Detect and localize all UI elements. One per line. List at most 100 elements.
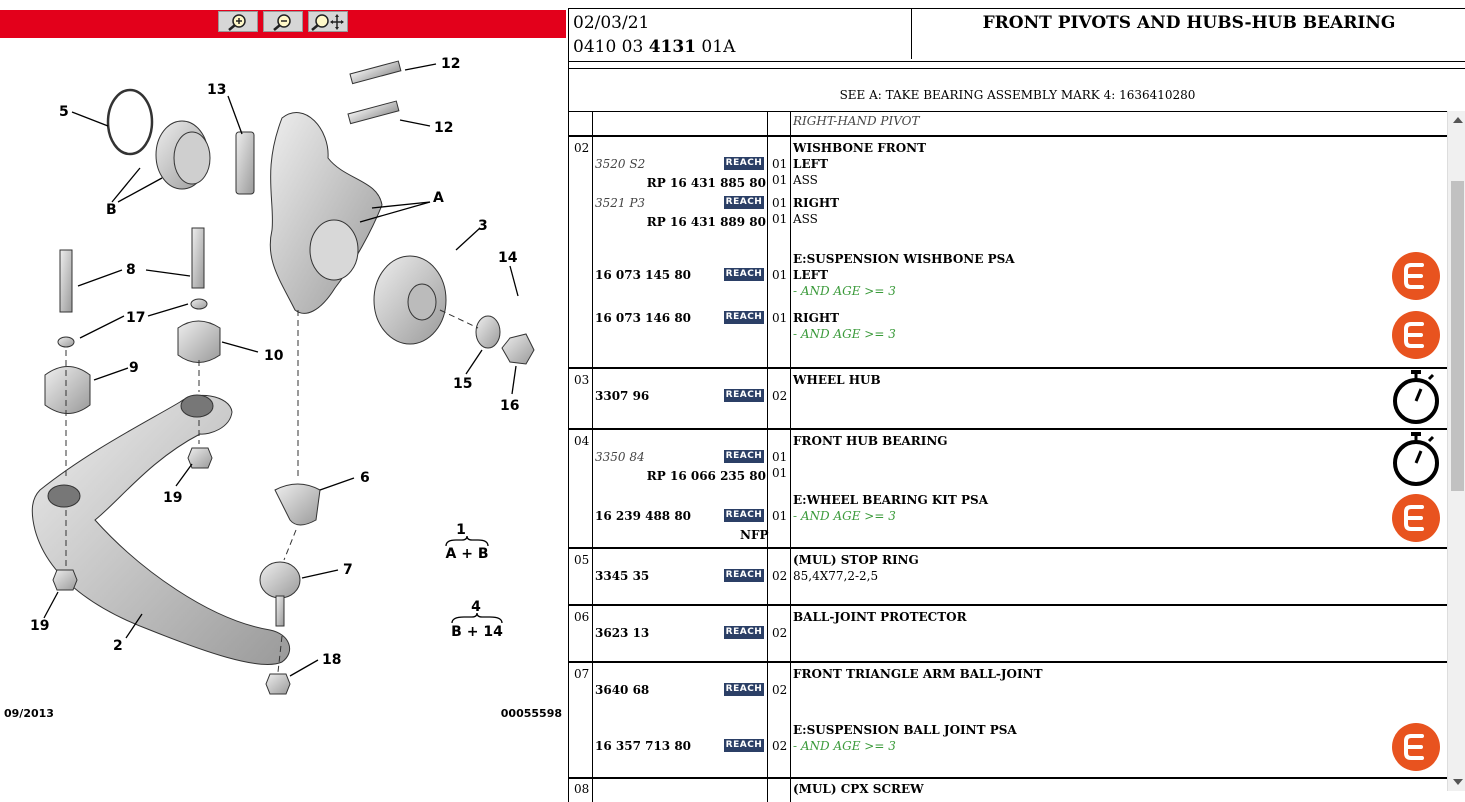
reach-badge[interactable]: REACH [724,509,764,522]
part-condition: - AND AGE >= 3 [793,327,896,341]
part-side: RIGHT [793,311,840,325]
header-code: 0410 03 4131 01A [573,37,736,57]
part-code: 3640 68 [595,683,650,697]
parts-list-panel: 02/03/21 0410 03 4131 01A FRONT PIVOTS A… [568,8,1465,802]
callout-label: 9 [129,360,139,376]
callout-label: 8 [126,262,136,278]
formula-numerator: 1 [456,522,466,538]
part-title: FRONT HUB BEARING [793,434,948,448]
scroll-up-icon[interactable] [1453,117,1463,123]
vertical-scrollbar[interactable] [1447,111,1465,791]
part-code: 16 073 145 80 [595,268,692,282]
zoom-out-button[interactable] [263,11,303,32]
header-date: 02/03/21 [573,13,650,33]
table-row: 07 FRONT TRIANGLE ARM BALL-JOINT 3640 68… [569,663,1447,779]
callout-label: B [106,202,117,218]
eurorepar-e-icon[interactable] [1391,493,1441,543]
part-code: 3307 96 [595,389,650,403]
reach-badge[interactable]: REACH [724,569,764,582]
callout-label: 10 [264,348,284,364]
part-qty: 02 [772,683,788,697]
part-code: 3521 P3 [595,196,646,210]
part-qty: 01 [772,466,788,480]
callout-label: 2 [113,638,123,654]
part-title: BALL-JOINT PROTECTOR [793,610,967,624]
row-number: 03 [574,373,590,387]
diagram-reference: 00055598 [501,707,562,720]
callout-label: 7 [343,562,353,578]
part-title: WHEEL HUB [793,373,881,387]
part-desc: ASS [793,212,818,226]
stopwatch-icon[interactable] [1391,369,1441,425]
callout-label: 3 [478,218,488,234]
zoom-in-icon [228,13,246,31]
eurorepar-e-icon[interactable] [1391,251,1441,301]
eurorepar-e-icon[interactable] [1391,722,1441,772]
callout-label: 5 [59,104,69,120]
group-label: RIGHT-HAND PIVOT [793,114,920,128]
zoom-pan-icon [311,13,344,31]
reach-badge[interactable]: REACH [724,739,764,752]
callout-label: 19 [163,490,182,506]
formula-numerator: 4 [471,599,481,615]
reach-badge[interactable]: REACH [724,157,764,170]
part-dimensions: 85,4X77,2-2,5 [793,569,879,583]
rp-code: RP 16 431 889 80 [646,215,766,229]
header-note: SEE A: TAKE BEARING ASSEMBLY MARK 4: 163… [569,68,1465,112]
diagram-toolbar [0,10,566,38]
reach-badge[interactable]: REACH [724,311,764,324]
row-number: 04 [574,434,590,448]
equivalent-title: E:WHEEL BEARING KIT PSA [793,493,989,507]
formula-denominator: B + 14 [451,624,503,640]
reach-badge[interactable]: REACH [724,196,764,209]
parts-header: 02/03/21 0410 03 4131 01A FRONT PIVOTS A… [569,8,1465,62]
part-qty: 02 [772,389,788,403]
reach-badge[interactable]: REACH [724,626,764,639]
row-number: 07 [574,667,590,681]
callout-label: 16 [500,398,519,414]
part-qty: 01 [772,311,788,325]
reach-badge[interactable]: REACH [724,683,764,696]
pan-button[interactable] [308,11,348,32]
reach-badge[interactable]: REACH [724,450,764,463]
part-code: 16 357 713 80 [595,739,692,753]
row-number: 08 [574,782,590,796]
reach-badge[interactable]: REACH [724,389,764,402]
callout-label: 12 [434,120,453,136]
table-row: RIGHT-HAND PIVOT [569,111,1447,137]
diagram-date: 09/2013 [4,707,54,720]
row-number: 05 [574,553,590,567]
zoom-in-button[interactable] [218,11,258,32]
diagram-viewer: 5 12 12 13 B A 3 14 8 17 9 10 15 16 6 7 … [0,0,566,802]
part-code: 3345 35 [595,569,650,583]
scroll-down-icon[interactable] [1453,779,1463,785]
table-row: 03 WHEEL HUB 3307 96 REACH 02 [569,369,1447,430]
table-row: 02 WISHBONE FRONT 3520 S2 REACH 01 LEFT … [569,137,1447,369]
callout-label: 14 [498,250,518,266]
part-condition: - AND AGE >= 3 [793,284,896,298]
part-code: 3623 13 [595,626,650,640]
callout-label: 15 [453,376,472,392]
nfp-label: NFP [740,528,769,542]
part-qty: 01 [772,157,788,171]
page-title: FRONT PIVOTS AND HUBS-HUB BEARING [982,13,1396,33]
callout-label: 12 [441,56,460,72]
scroll-thumb[interactable] [1451,181,1464,491]
callout-label: A [433,190,444,206]
stopwatch-icon[interactable] [1391,431,1441,487]
callout-label: 18 [322,652,341,668]
part-code: 3520 S2 [595,157,646,171]
part-condition: - AND AGE >= 3 [793,739,896,753]
part-side: LEFT [793,268,829,282]
table-row: 05 (MUL) STOP RING 3345 35 REACH 02 85,4… [569,549,1447,606]
eurorepar-e-icon[interactable] [1391,310,1441,360]
reach-badge[interactable]: REACH [724,268,764,281]
callout-label: 19 [30,618,49,634]
table-row: 04 FRONT HUB BEARING 3350 84 REACH 01 RP… [569,430,1447,549]
callout-label: 13 [207,82,226,98]
callout-label: 17 [126,310,145,326]
formula-denominator: A + B [446,546,489,562]
parts-table: RIGHT-HAND PIVOT 02 WISHBONE FRONT 3520 … [569,111,1447,802]
table-row: 08 (MUL) CPX SCREW [569,779,1447,802]
part-qty: 02 [772,626,788,640]
